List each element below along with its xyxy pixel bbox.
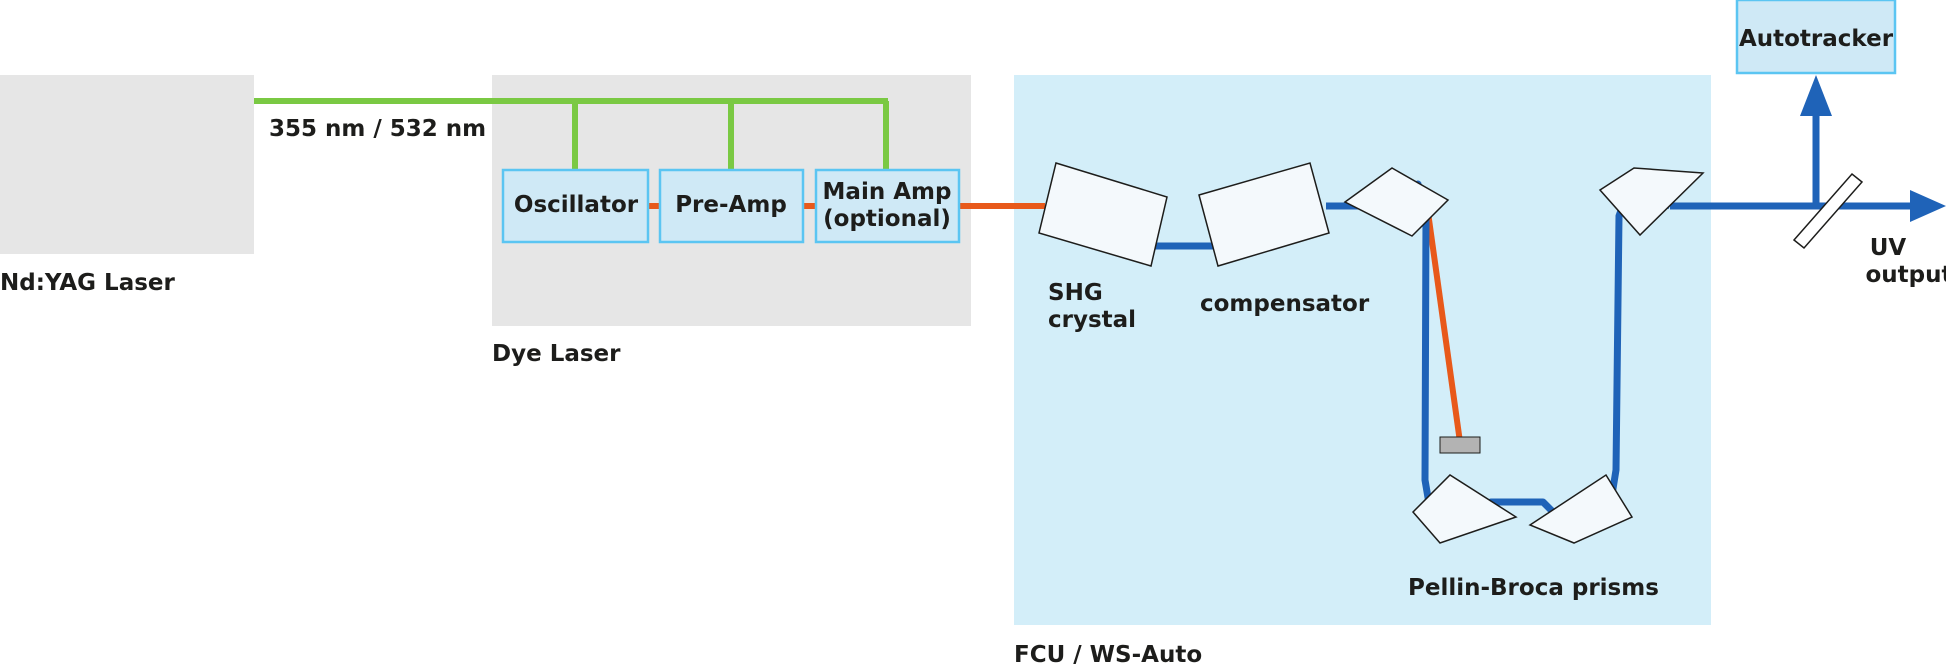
nd-yag-laser-block (0, 75, 254, 254)
shg-crystal-label-line2: crystal (1048, 307, 1136, 333)
dye-laser-label: Dye Laser (492, 341, 621, 367)
uv-output-label-line1: UV (1870, 235, 1907, 261)
main-amp-box (814, 168, 961, 244)
autotracker-arrowhead (1800, 75, 1832, 116)
oscillator-label: Oscillator (514, 192, 639, 218)
pump-beam (254, 98, 889, 175)
uv-output-arrowhead (1910, 190, 1946, 222)
compensator-shape (1198, 162, 1330, 267)
fcu-label: FCU / WS-Auto (1014, 642, 1202, 668)
beam-splitter (1792, 172, 1864, 250)
autotracker-label: Autotracker (1739, 26, 1894, 52)
main-amp-label: Main Amp (823, 179, 952, 205)
prism-2 (1411, 474, 1518, 544)
uv-output-label-line2: output (1865, 262, 1946, 288)
prism-1 (1343, 167, 1450, 237)
autotracker-box (1735, 0, 1897, 75)
dye-beam (648, 197, 1463, 443)
oscillator-box (501, 168, 650, 244)
pump-wavelength-label: 355 nm / 532 nm (269, 116, 486, 142)
shg-crystal-label-line1: SHG (1048, 280, 1103, 306)
beam-dump (1439, 436, 1481, 454)
compensator-label: compensator (1200, 291, 1370, 317)
pre-amp-label: Pre-Amp (675, 192, 787, 218)
prism-3 (1528, 473, 1634, 544)
nd-yag-laser-label: Nd:YAG Laser (0, 270, 176, 296)
shg-crystal-shape (1038, 162, 1168, 267)
main-amp-optional-label: (optional) (823, 206, 951, 232)
pellin-broca-label: Pellin-Broca prisms (1408, 575, 1659, 601)
fcu-block (1014, 75, 1711, 625)
prism-4 (1598, 167, 1705, 237)
pre-amp-box (658, 168, 805, 244)
